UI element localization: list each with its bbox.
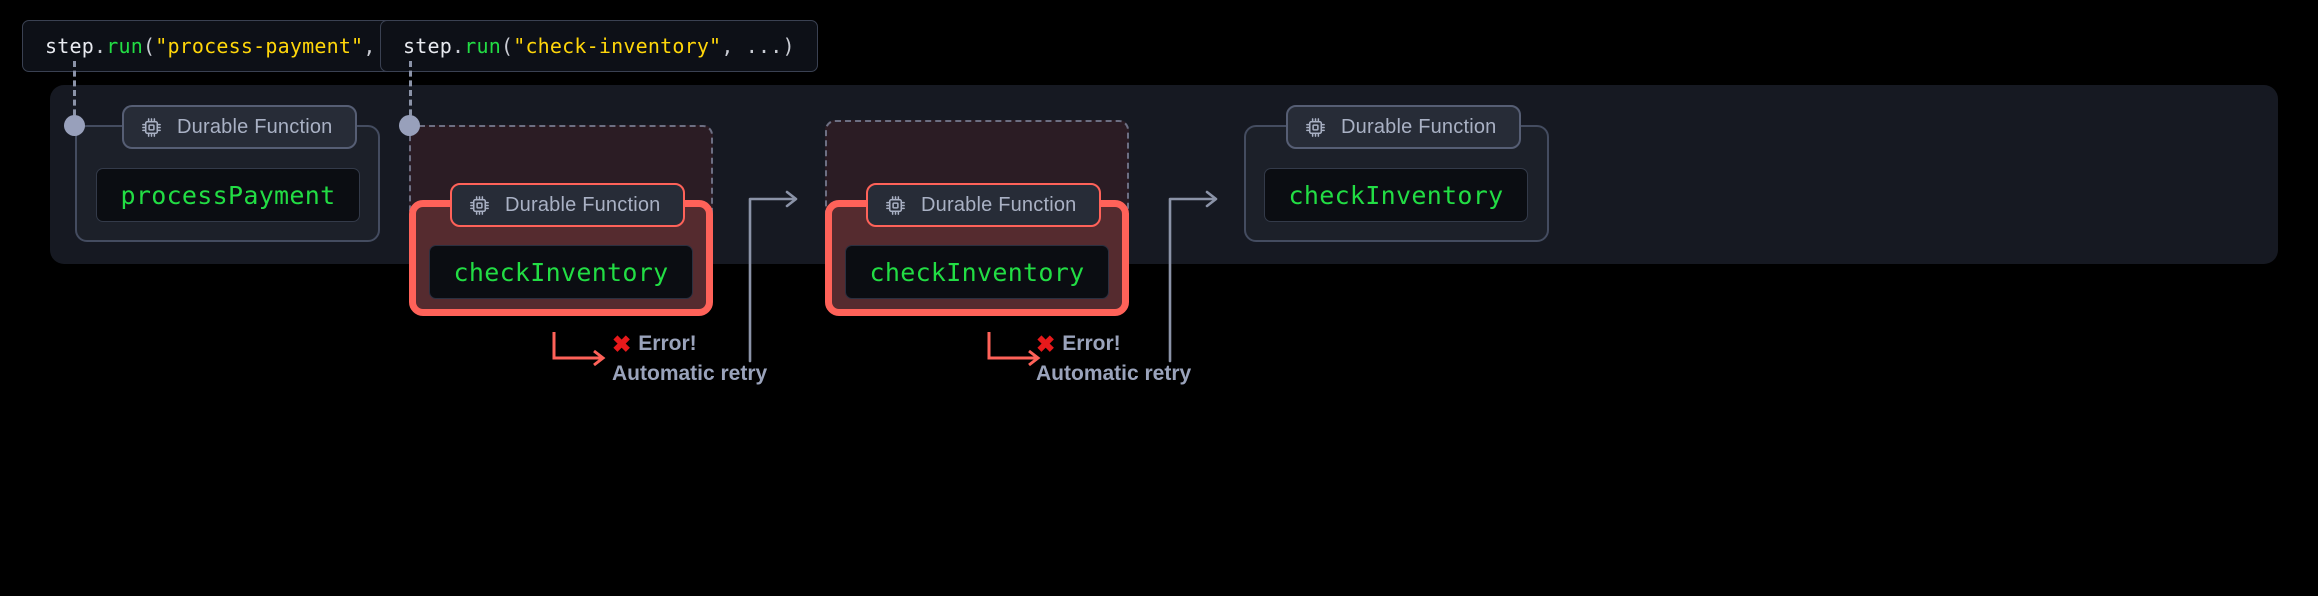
cpu-chip-icon — [142, 117, 161, 137]
code-dot: . — [93, 34, 107, 58]
error-title: Error! — [1062, 332, 1121, 355]
error-x-icon: ✖ — [1036, 330, 1056, 357]
function-name: processPayment — [120, 180, 336, 210]
function-name: checkInventory — [453, 257, 669, 287]
code-object: step — [45, 34, 94, 58]
timeline-dot-1 — [64, 115, 85, 136]
tooltip-check-inventory: step.run("check-inventory", ...) — [380, 20, 818, 72]
tooltip-stem-2 — [409, 61, 412, 125]
code-block-check-inventory-success: checkInventory — [1264, 168, 1528, 222]
cpu-chip-icon — [470, 195, 489, 215]
code-argument: "check-inventory" — [513, 34, 722, 58]
code-close-paren: ) — [782, 34, 795, 58]
durable-function-badge-3: Durable Function — [866, 183, 1101, 227]
error-subtitle: Automatic retry — [612, 362, 768, 385]
badge-label: Durable Function — [177, 115, 333, 138]
code-separator: , — [721, 34, 746, 58]
code-method: run — [106, 34, 143, 58]
code-block-process-payment: processPayment — [96, 168, 360, 222]
error-title: Error! — [638, 332, 697, 355]
error-x-icon: ✖ — [612, 330, 632, 357]
error-elbow-arrow-1 — [552, 332, 606, 367]
code-method: run — [464, 34, 501, 58]
badge-label: Durable Function — [921, 193, 1077, 216]
code-object: step — [403, 34, 452, 58]
code-argument: "process-payment" — [155, 34, 364, 58]
code-block-check-inventory-1: checkInventory — [429, 245, 693, 299]
badge-label: Durable Function — [1341, 115, 1497, 138]
badge-label: Durable Function — [505, 193, 661, 216]
timeline-dot-2 — [399, 115, 420, 136]
code-separator: , — [363, 34, 388, 58]
retry-connector-arrow-1 — [748, 190, 798, 363]
code-rest: ... — [745, 34, 783, 58]
durable-function-badge-2: Durable Function — [450, 183, 685, 227]
retry-connector-arrow-2 — [1168, 190, 1218, 363]
durable-function-badge-4: Durable Function — [1286, 105, 1521, 149]
durable-function-badge-1: Durable Function — [122, 105, 357, 149]
code-block-check-inventory-2: checkInventory — [845, 245, 1109, 299]
error-annotation-1: ✖ Error! Automatic retry — [612, 332, 767, 386]
tooltip-stem-1 — [73, 61, 76, 125]
function-name: checkInventory — [1288, 180, 1504, 210]
code-open-paren: ( — [500, 34, 514, 58]
error-elbow-arrow-2 — [987, 332, 1041, 367]
code-dot: . — [451, 34, 465, 58]
cpu-chip-icon — [1306, 117, 1325, 137]
error-annotation-2: ✖ Error! Automatic retry — [1036, 332, 1191, 386]
cpu-chip-icon — [886, 195, 905, 215]
error-subtitle: Automatic retry — [1036, 362, 1192, 385]
code-open-paren: ( — [142, 34, 156, 58]
function-name: checkInventory — [869, 257, 1085, 287]
